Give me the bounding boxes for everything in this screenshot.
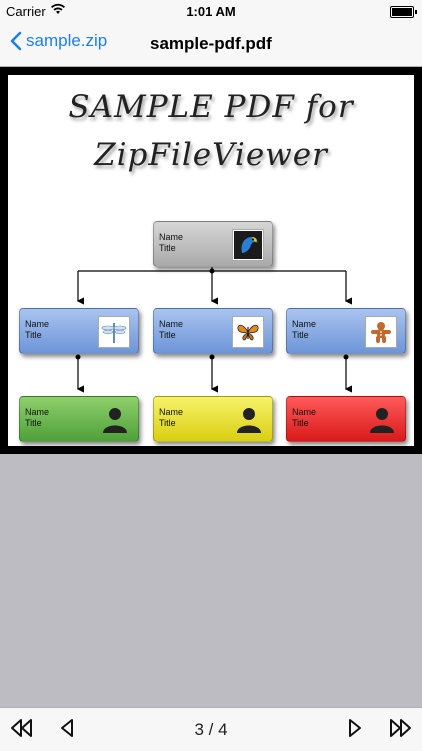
node-title: Title (292, 330, 309, 340)
page-indicator: 3 / 4 (194, 720, 228, 739)
pdf-page[interactable]: SAMPLE PDF for ZipFileViewer (0, 67, 422, 454)
org-node-middle-left: Name Title (19, 308, 139, 354)
person-silhouette-icon (370, 408, 394, 433)
wifi-icon (50, 3, 66, 18)
node-name: Name (25, 407, 50, 417)
dragonfly-icon (98, 316, 130, 348)
next-page-button[interactable] (346, 717, 364, 744)
status-bar: Carrier 1:01 AM (0, 0, 422, 22)
node-name: Name (159, 232, 184, 242)
last-page-button[interactable] (388, 717, 412, 744)
org-node-bottom-left: Name Title (19, 396, 139, 442)
previous-page-button[interactable] (58, 717, 76, 744)
node-title: Title (159, 330, 176, 340)
battery-icon (390, 6, 417, 18)
back-button[interactable]: sample.zip (10, 31, 107, 51)
pdf-title-line1: SAMPLE PDF for (68, 89, 354, 125)
navigation-bar: sample.zip sample-pdf.pdf (0, 22, 422, 67)
rewind-icon (11, 719, 32, 737)
org-node-middle-right: Name Title (286, 308, 406, 354)
back-button-label: sample.zip (26, 31, 108, 50)
person-silhouette-icon (103, 408, 127, 433)
triangle-left-icon (61, 719, 73, 737)
node-title: Title (159, 243, 176, 253)
node-name: Name (159, 407, 184, 417)
org-node-middle-center: Name Title (153, 308, 273, 354)
first-page-button[interactable] (10, 717, 34, 744)
butterfly-icon (232, 316, 264, 348)
node-title: Title (25, 330, 42, 340)
org-node-top: Name Title (153, 221, 273, 267)
node-name: Name (25, 319, 50, 329)
pdf-viewer[interactable]: SAMPLE PDF for ZipFileViewer (0, 67, 422, 707)
node-title: Title (159, 418, 176, 428)
chevron-left-icon (10, 31, 22, 51)
pdf-title-line2: ZipFileViewer (94, 137, 328, 173)
fast-forward-icon (390, 719, 411, 737)
node-name: Name (292, 407, 317, 417)
org-node-bottom-right: Name Title (286, 396, 406, 442)
clock: 1:01 AM (186, 4, 236, 19)
parrot-icon (232, 229, 264, 261)
carrier-label: Carrier (6, 4, 46, 19)
node-name: Name (292, 319, 317, 329)
node-name: Name (159, 319, 184, 329)
triangle-right-icon (349, 719, 361, 737)
person-silhouette-icon (237, 408, 261, 433)
gingerbread-icon (365, 316, 397, 348)
bottom-toolbar: 3 / 4 (0, 707, 422, 751)
org-node-bottom-center: Name Title (153, 396, 273, 442)
page-title: sample-pdf.pdf (150, 34, 272, 53)
node-title: Title (292, 418, 309, 428)
node-title: Title (25, 418, 42, 428)
pdf-page-content: SAMPLE PDF for ZipFileViewer (8, 75, 414, 446)
